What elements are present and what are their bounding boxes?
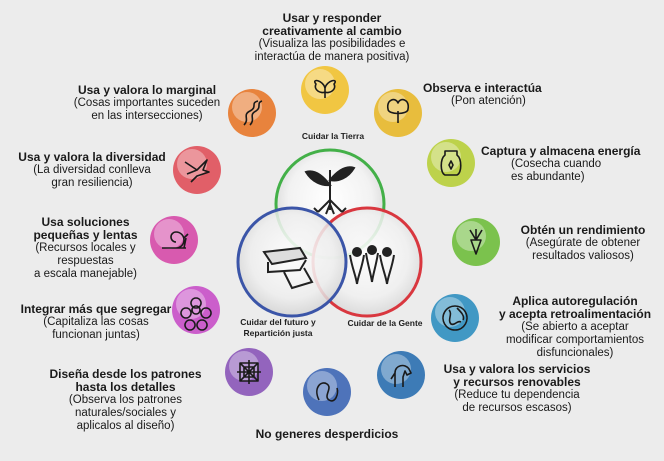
- carrot-icon: [469, 229, 483, 255]
- principle-circle-highlight: [456, 221, 486, 251]
- principle-subtitle: (Reduce tu dependencia de recursos escas…: [454, 389, 580, 414]
- principle-title: Usa y valora los servicios y recursos re…: [443, 362, 591, 389]
- fair-share-label-line2: Repartición justa: [243, 328, 313, 338]
- principle-circle-12: [228, 89, 276, 137]
- principle-subtitle: (La diversidad conlleva gran resiliencia…: [33, 164, 151, 189]
- principle-title: Integrar más que segregar: [20, 302, 172, 316]
- path-icon: [243, 100, 263, 126]
- principle-circle-1: [301, 66, 349, 114]
- principle-label-marginal: Usa y valora lo marginal (Cosas importan…: [62, 84, 232, 123]
- principle-subtitle: (Cosas importantes suceden en las inters…: [73, 97, 221, 122]
- principle-subtitle: (Capitaliza las cosas funcionan juntas): [43, 316, 149, 341]
- fair-share-label: Cuidar del futuro y Repartición justa: [228, 317, 328, 339]
- snail-icon: [162, 231, 189, 249]
- principle-label-change: Usar y responder creativamente al cambio…: [222, 12, 442, 64]
- people-icon: [349, 245, 395, 285]
- principle-circle-9: [172, 286, 220, 334]
- principle-title: Obtén un rendimiento: [520, 223, 646, 237]
- principle-subtitle: (Visualiza las posibilidades e interactú…: [254, 38, 410, 63]
- principle-circle-highlight: [305, 69, 335, 99]
- principle-title: Observa e interactúa: [423, 81, 542, 95]
- principle-label-small-slow: Usa soluciones pequeñas y lentas (Recurs…: [18, 216, 153, 281]
- principle-label-integrate: Integrar más que segregar (Capitaliza la…: [16, 303, 176, 342]
- principle-circle-highlight: [154, 219, 184, 249]
- principle-label-energy: Captura y almacena energía (Cosecha cuan…: [481, 145, 661, 184]
- butterfly-icon: [314, 79, 336, 98]
- principle-subtitle: (Pon atención): [451, 95, 526, 107]
- hummingbird-icon: [184, 159, 210, 183]
- principle-circle-10: [150, 216, 198, 264]
- principle-circle-highlight: [177, 149, 207, 179]
- principle-label-yield: Obtén un rendimiento (Asegúrate de obten…: [508, 224, 658, 263]
- principle-circle-highlight: [232, 92, 262, 122]
- principle-circle-bg: [172, 286, 220, 334]
- spiderweb-icon: [237, 360, 261, 384]
- principle-circle-2: [374, 89, 422, 137]
- principle-label-diversity: Usa y valora la diversidad (La diversida…: [12, 151, 172, 190]
- principle-circle-11: [173, 146, 221, 194]
- principle-circle-bg: [452, 218, 500, 266]
- principle-title: No generes desperdicios: [255, 427, 399, 441]
- principle-circle-bg: [427, 139, 475, 187]
- principle-circle-highlight: [378, 92, 408, 122]
- principle-title: Diseña desde los patrones hasta los deta…: [49, 367, 202, 394]
- fair-share-icon: [262, 246, 314, 290]
- flower-icon: [180, 297, 212, 331]
- fair-share-label-line1: Cuidar del futuro y: [240, 317, 316, 327]
- principle-title: Usar y responder creativamente al cambio: [262, 11, 402, 38]
- principle-circle-highlight: [307, 371, 337, 401]
- principle-circle-4: [452, 218, 500, 266]
- earth-care-label: Cuidar la Tierra: [301, 131, 365, 141]
- principle-title: Captura y almacena energía: [481, 144, 641, 158]
- principle-circle-3: [427, 139, 475, 187]
- principle-label-feedback: Aplica autoregulación y acepta retroalim…: [490, 295, 660, 360]
- principle-label-waste: No generes desperdicios: [232, 428, 422, 441]
- principle-circle-bg: [150, 216, 198, 264]
- tree-icon: [386, 98, 410, 123]
- principle-circle-7: [303, 368, 351, 416]
- principle-circle-8: [225, 348, 273, 396]
- principle-subtitle: (Cosecha cuando es abundante): [511, 158, 602, 183]
- principle-subtitle: (Recursos locales y respuestas a escala …: [34, 242, 137, 280]
- principle-circle-bg: [431, 294, 479, 342]
- principle-label-patterns: Diseña desde los patrones hasta los deta…: [28, 368, 223, 433]
- principle-title: Usa y valora la diversidad: [18, 150, 166, 164]
- principle-circle-bg: [303, 368, 351, 416]
- globe-icon: [442, 305, 468, 331]
- principle-label-observe: Observa e interactúa (Pon atención): [423, 82, 593, 108]
- principle-circle-bg: [377, 351, 425, 399]
- principle-circle-bg: [228, 89, 276, 137]
- horse-icon: [390, 364, 412, 387]
- principle-subtitle: (Se abierto a aceptar modificar comporta…: [505, 321, 645, 359]
- people-care-label: Cuidar de la Gente: [347, 318, 423, 328]
- principle-subtitle: (Observa los patrones naturales/sociales…: [68, 394, 183, 432]
- fair-share-circle: [236, 206, 348, 318]
- principle-title: Usa y valora lo marginal: [77, 83, 217, 97]
- principle-circle-6: [377, 351, 425, 399]
- sprout-icon: [304, 166, 356, 215]
- jar-icon: [440, 150, 462, 176]
- worm-icon: [316, 382, 339, 402]
- principle-circle-5: [431, 294, 479, 342]
- principle-circle-highlight: [431, 142, 461, 172]
- principle-title: Aplica autoregulación y acepta retroalim…: [498, 294, 652, 321]
- principle-title: Usa soluciones pequeñas y lentas: [33, 215, 138, 242]
- principle-subtitle: (Asegúrate de obtener resultados valioso…: [525, 237, 641, 262]
- principle-label-renewables: Usa y valora los servicios y recursos re…: [427, 363, 607, 415]
